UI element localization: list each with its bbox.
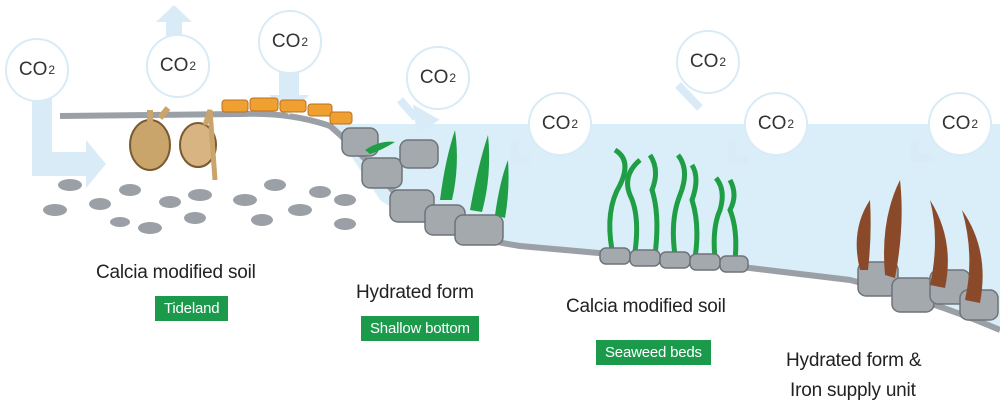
arrow-icon	[397, 97, 440, 135]
co2-text: CO	[757, 113, 787, 134]
rock-icon	[599, 247, 749, 273]
rock-icon	[341, 127, 504, 246]
zone-title-line2: Iron supply unit	[790, 380, 916, 401]
co2-subscript: 2	[719, 55, 727, 69]
arrow-icon	[911, 140, 932, 162]
seaweed-icon	[365, 130, 509, 218]
co2-text: CO	[941, 113, 971, 134]
arrow-icon	[511, 140, 530, 164]
co2-subscript: 2	[301, 35, 309, 49]
co2-subscript: 2	[449, 71, 457, 85]
co2-text: CO	[419, 67, 449, 88]
co2-text: CO	[159, 55, 189, 76]
rock-icon	[43, 179, 356, 234]
arrow-icon	[156, 5, 192, 36]
co2-subscript: 2	[571, 117, 579, 131]
shell-icon	[129, 106, 171, 171]
zone-title: Calcia modified soil	[566, 296, 726, 317]
shell-icon	[179, 109, 218, 181]
arrow-icon	[675, 82, 703, 111]
co2-text: CO	[271, 31, 301, 52]
co2-text: CO	[18, 59, 48, 80]
co2-subscript: 2	[971, 117, 979, 131]
seaweed-icon	[607, 147, 739, 261]
zone-tag: Seaweed beds	[596, 340, 711, 365]
zone-tag: Shallow bottom	[361, 316, 479, 341]
arrow-icon	[728, 140, 748, 164]
co2-subscript: 2	[48, 63, 56, 77]
zone-tag: Tideland	[155, 296, 229, 321]
co2-text: CO	[541, 113, 571, 134]
co2-text: CO	[689, 51, 719, 72]
zone-title: Calcia modified soil	[96, 262, 256, 283]
water-area	[330, 124, 1000, 330]
kelp-icon	[856, 180, 983, 303]
co2-subscript: 2	[787, 117, 795, 131]
zone-title-line1: Hydrated form &	[786, 350, 922, 371]
co2-subscript: 2	[189, 59, 197, 73]
zone-title: Hydrated form	[356, 282, 474, 303]
soil-blocks	[221, 97, 353, 125]
arrow-icon	[32, 95, 106, 188]
